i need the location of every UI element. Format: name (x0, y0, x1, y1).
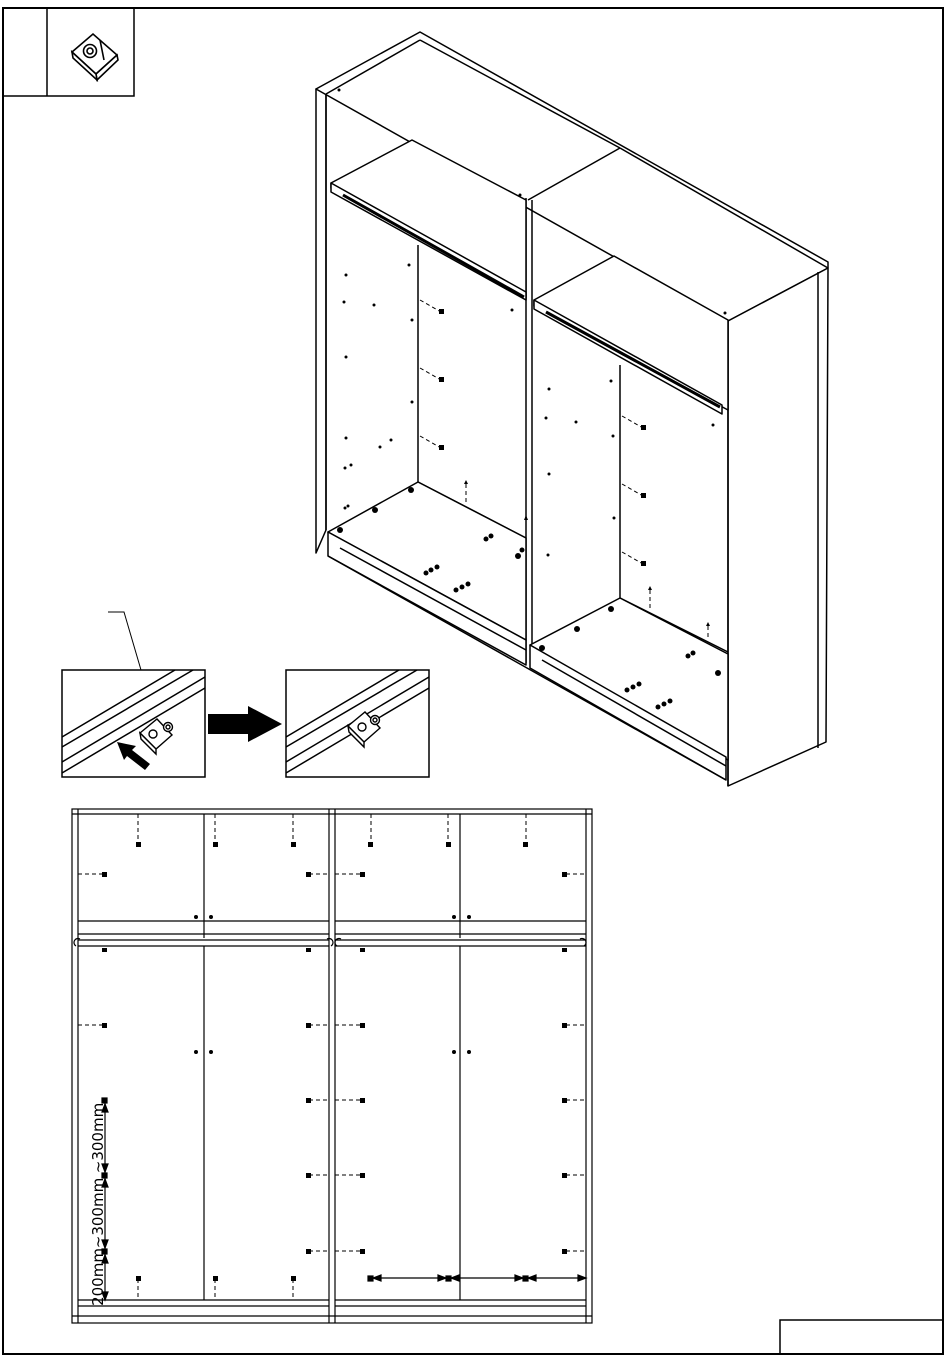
elevation-fasteners (78, 814, 586, 1300)
corner-bracket-icon (72, 34, 118, 80)
step-icon-box (3, 8, 134, 96)
page-number-box (780, 1320, 943, 1354)
dimension-label-top: ~300mm (89, 1103, 107, 1173)
detail-before (62, 670, 205, 777)
next-step-arrow-icon (208, 706, 282, 742)
dimension-label-bottom: 200mm (89, 1248, 107, 1306)
spacing-arrows (368, 1275, 586, 1281)
dimension-label-middle: ~300mm (89, 1178, 107, 1248)
front-elevation (72, 809, 592, 1323)
detail-after (286, 670, 429, 777)
